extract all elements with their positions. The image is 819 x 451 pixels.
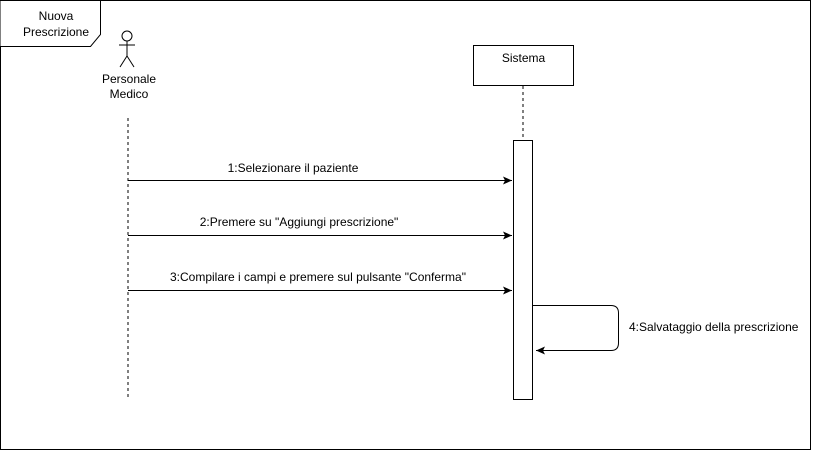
message-label-4: 4:Salvataggio della prescrizione — [629, 320, 799, 334]
system-activation-bar — [513, 140, 533, 400]
message-label-3: 3:Compilare i campi e premere sul pulsan… — [170, 270, 466, 284]
frame-title-line-2: Prescrizione — [23, 25, 89, 39]
system-participant-label: Sistema — [502, 51, 546, 65]
frame-title-tab — [0, 0, 101, 47]
actor-label-line-2: Medico — [110, 87, 149, 101]
message-arrow-4-self-call — [533, 305, 619, 355]
system-participant-box — [473, 45, 574, 86]
message-label-1: 1:Selezionare il paziente — [228, 161, 359, 175]
frame-title-line-1: Nuova — [39, 9, 74, 23]
actor-label-line-1: Personale — [102, 72, 156, 86]
actor-stick-figure-icon — [119, 30, 135, 68]
message-label-2: 2:Premere su "Aggiungi prescrizione" — [200, 215, 399, 229]
